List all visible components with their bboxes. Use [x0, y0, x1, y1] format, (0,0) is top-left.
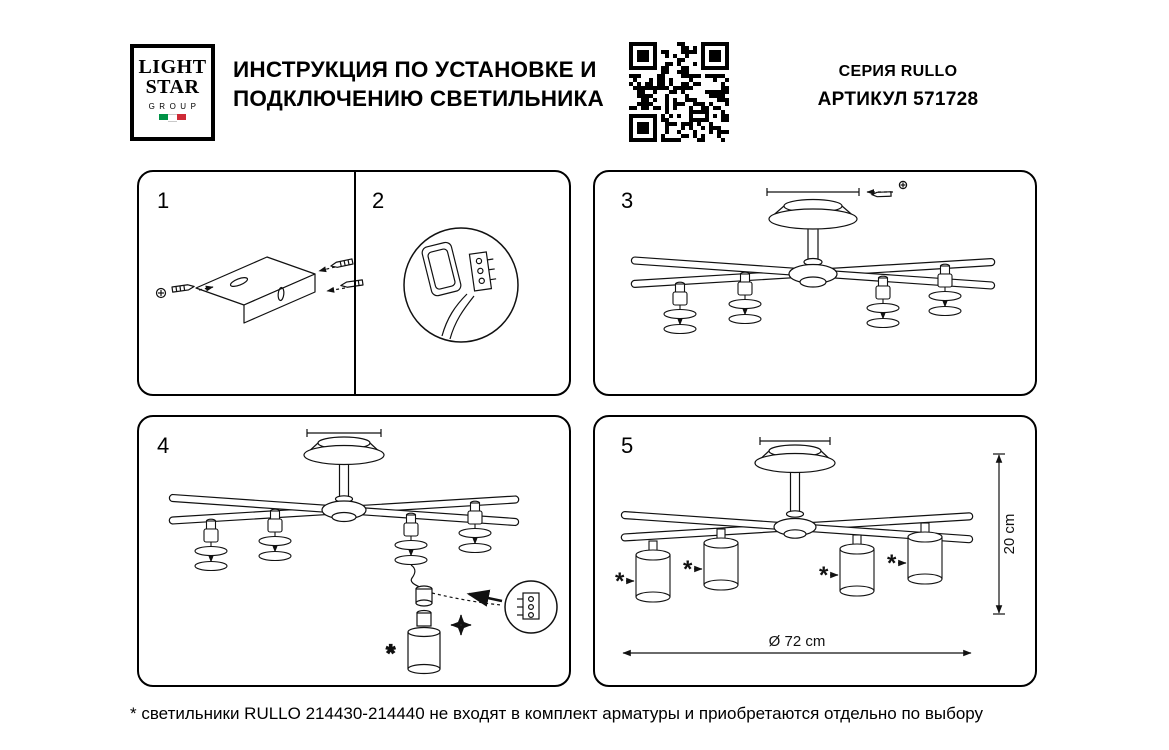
drawing-step-5: * * * * 20 cm Ø 72 cm — [615, 437, 1018, 657]
logo-word-light: LIGHT — [138, 56, 207, 78]
fixture-drawing — [620, 437, 974, 603]
italian-flag-icon — [134, 113, 211, 122]
wiring-detail-drawing — [403, 227, 519, 343]
qr-code-icon — [629, 42, 729, 142]
page-title: ИНСТРУКЦИЯ ПО УСТАНОВКЕ И ПОДКЛЮЧЕНИЮ СВ… — [233, 56, 604, 114]
socket-detail-drawing — [410, 564, 558, 634]
logo-word-star: STAR — [145, 76, 200, 99]
panel-step-5: * * * * 20 cm Ø 72 cm 5 — [593, 415, 1037, 687]
move-arrows-icon — [450, 614, 472, 636]
ceiling-mount-drawing — [766, 180, 908, 198]
article-label: АРТИКУЛ 571728 — [817, 89, 979, 110]
dimension-annotations: 20 cm Ø 72 cm — [622, 453, 1018, 657]
diameter-dimension-label: Ø 72 cm — [769, 633, 826, 650]
lightstar-logo: LIGHT STAR GROUP — [130, 44, 215, 141]
asterisk-marker: * — [386, 640, 396, 667]
title-line-2: ПОДКЛЮЧЕНИЮ СВЕТИЛЬНИКА — [233, 85, 604, 111]
fixture-drawing — [168, 429, 520, 571]
panel-step-1-2: 1 2 — [137, 170, 571, 396]
step-number-4: 4 — [157, 433, 170, 458]
product-info: СЕРИЯ RULLO АРТИКУЛ 571728 — [788, 63, 1008, 111]
step-number-5: 5 — [621, 433, 634, 458]
panel-step-3: 3 — [593, 170, 1037, 396]
flag-red-stripe — [177, 113, 186, 120]
flag-green-stripe — [159, 113, 168, 120]
footnote: * светильники RULLO 214430-214440 не вхо… — [130, 704, 984, 723]
step-number-2: 2 — [372, 188, 385, 213]
drawing-step-4: * — [168, 429, 558, 675]
logo-word-group: GROUP — [148, 101, 201, 111]
step-number-3: 3 — [621, 188, 634, 213]
title-line-1: ИНСТРУКЦИЯ ПО УСТАНОВКЕ И — [233, 57, 597, 82]
step-number-1: 1 — [157, 188, 170, 213]
bracket-drawing — [155, 256, 364, 324]
drawing-step-1-and-2 — [155, 227, 519, 343]
asterisk-marker: * — [887, 550, 897, 577]
shade-asterisk-callouts: * * * * — [615, 550, 907, 595]
drawing-step-3 — [630, 180, 996, 394]
fixture-drawing — [630, 198, 996, 334]
panel-divider — [354, 172, 356, 394]
asterisk-marker: * — [615, 568, 625, 595]
flag-white-stripe — [168, 113, 177, 122]
panel-step-4: * 4 — [137, 415, 571, 687]
height-dimension-label: 20 cm — [1001, 514, 1018, 555]
lamp-detail-drawing: * — [385, 609, 472, 675]
asterisk-marker: * — [819, 562, 829, 589]
asterisk-marker: * — [683, 556, 693, 583]
series-label: СЕРИЯ RULLO — [838, 63, 958, 80]
